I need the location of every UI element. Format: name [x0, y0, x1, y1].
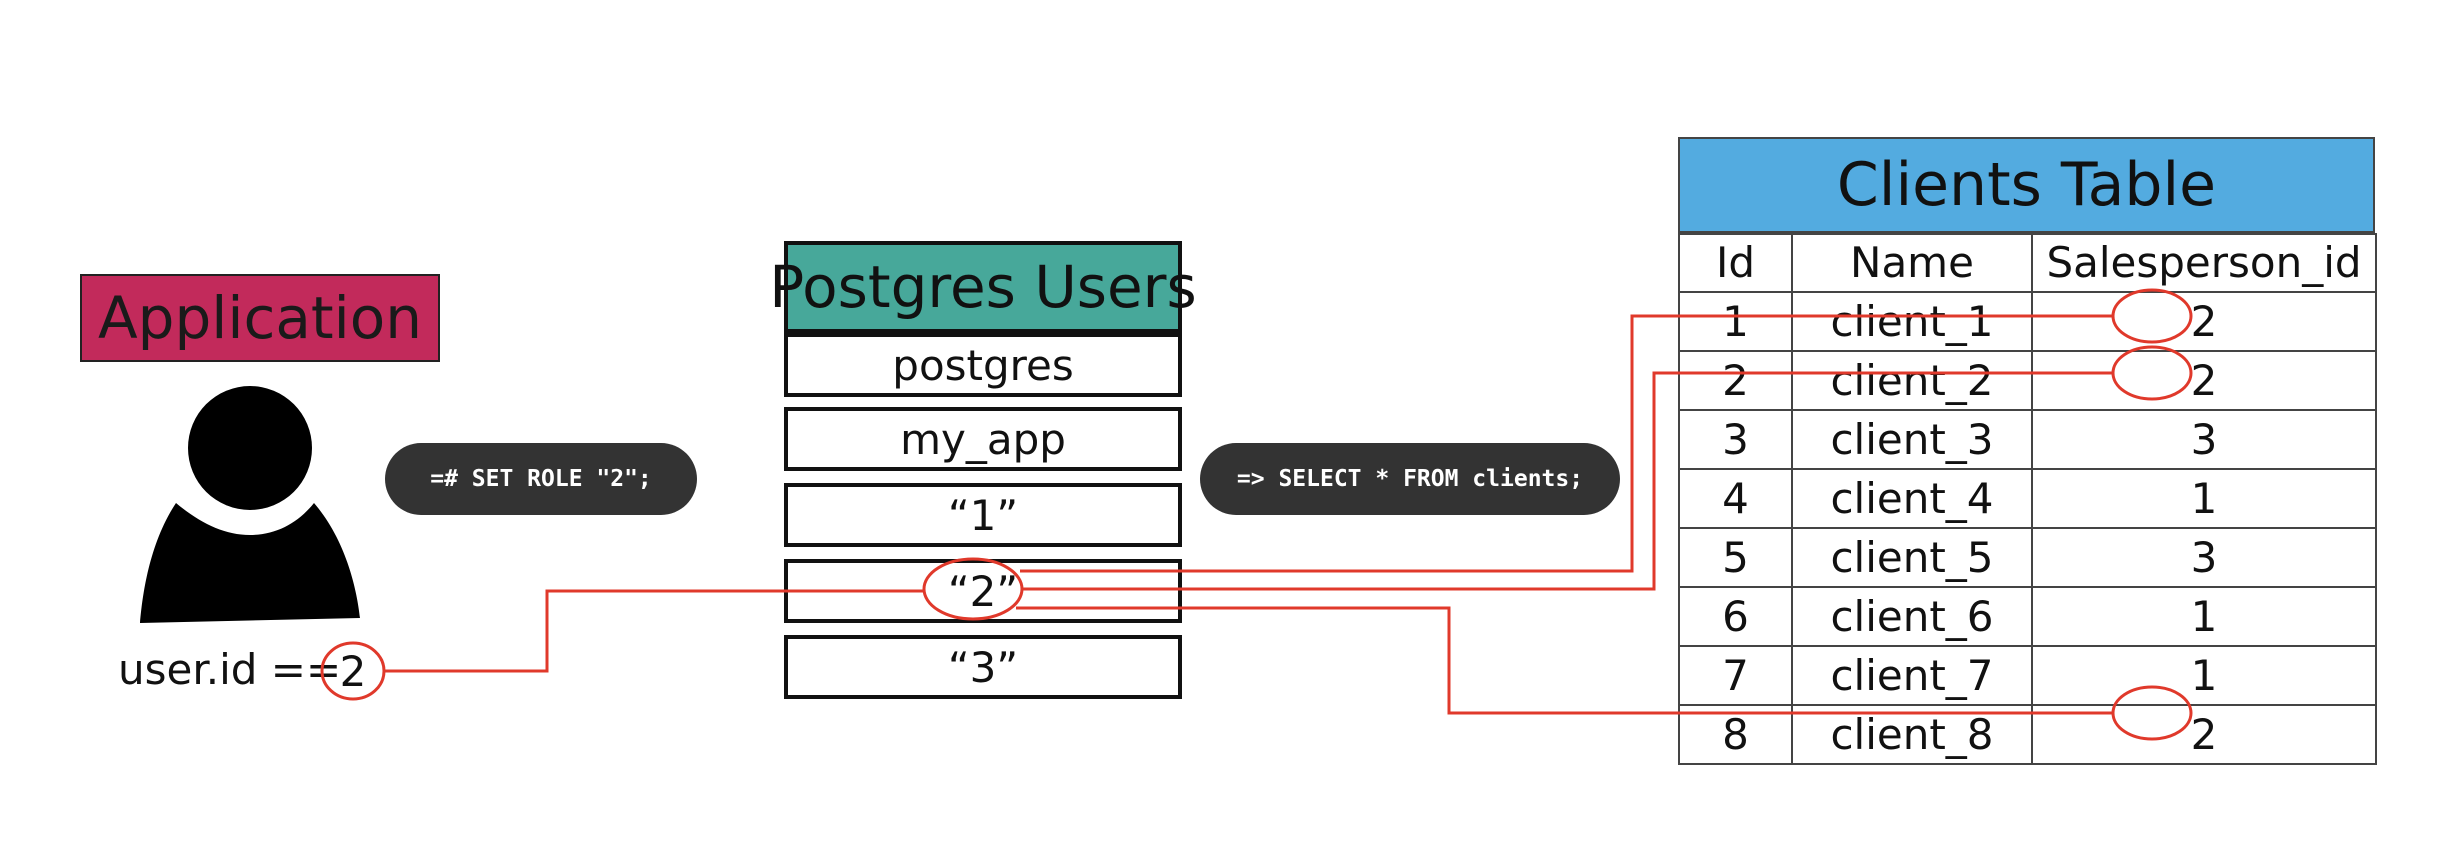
postgres-user-row: postgres [784, 333, 1182, 397]
clients-table: Id Name Salesperson_id 1 client_1 2 2 cl… [1678, 233, 2377, 765]
person-icon [140, 386, 360, 623]
table-row: 6 client_6 1 [1678, 586, 2377, 647]
column-header-name: Name [1791, 233, 2033, 293]
cell-name: client_5 [1791, 527, 2033, 588]
cell-salesperson-id: 2 [2031, 350, 2377, 411]
table-row: 3 client_3 3 [1678, 409, 2377, 470]
cell-salesperson-id: 2 [2031, 704, 2377, 765]
cell-salesperson-id: 2 [2031, 291, 2377, 352]
table-row: 5 client_5 3 [1678, 527, 2377, 588]
postgres-user-row: my_app [784, 407, 1182, 471]
table-row: 7 client_7 1 [1678, 645, 2377, 706]
cell-salesperson-id: 1 [2031, 586, 2377, 647]
cell-name: client_3 [1791, 409, 2033, 470]
cell-salesperson-id: 3 [2031, 527, 2377, 588]
application-label: Application [80, 274, 440, 362]
cell-name: client_6 [1791, 586, 2033, 647]
cell-salesperson-id: 1 [2031, 468, 2377, 529]
cell-name: client_4 [1791, 468, 2033, 529]
application-label-text: Application [97, 284, 423, 352]
cell-name: client_2 [1791, 350, 2033, 411]
set-role-command: =# SET ROLE "2"; [385, 443, 697, 515]
postgres-user-row: “1” [784, 483, 1182, 547]
cell-name: client_7 [1791, 645, 2033, 706]
cell-id: 4 [1678, 468, 1793, 529]
cell-id: 5 [1678, 527, 1793, 588]
cell-id: 1 [1678, 291, 1793, 352]
cell-id: 3 [1678, 409, 1793, 470]
user-id-expression: user.id == [118, 640, 341, 700]
cell-id: 6 [1678, 586, 1793, 647]
postgres-user-row: “3” [784, 635, 1182, 699]
select-clients-command: => SELECT * FROM clients; [1200, 443, 1620, 515]
cell-id: 8 [1678, 704, 1793, 765]
postgres-user-row: “2” [784, 559, 1182, 623]
cell-salesperson-id: 1 [2031, 645, 2377, 706]
cell-salesperson-id: 3 [2031, 409, 2377, 470]
cell-name: client_8 [1791, 704, 2033, 765]
table-row: 8 client_8 2 [1678, 704, 2377, 765]
column-header-salesperson-id: Salesperson_id [2031, 233, 2377, 293]
table-row: 1 client_1 2 [1678, 291, 2377, 352]
user-id-text: user.id == [118, 645, 342, 694]
clients-table-title: Clients Table [1678, 137, 2375, 233]
table-row: 4 client_4 1 [1678, 468, 2377, 529]
postgres-users-header: Postgres Users [769, 241, 1197, 333]
cell-id: 2 [1678, 350, 1793, 411]
column-header-id: Id [1678, 233, 1793, 293]
table-header-row: Id Name Salesperson_id [1678, 233, 2377, 293]
user-id-value: 2 [339, 646, 367, 696]
cell-id: 7 [1678, 645, 1793, 706]
cell-name: client_1 [1791, 291, 2033, 352]
table-row: 2 client_2 2 [1678, 350, 2377, 411]
